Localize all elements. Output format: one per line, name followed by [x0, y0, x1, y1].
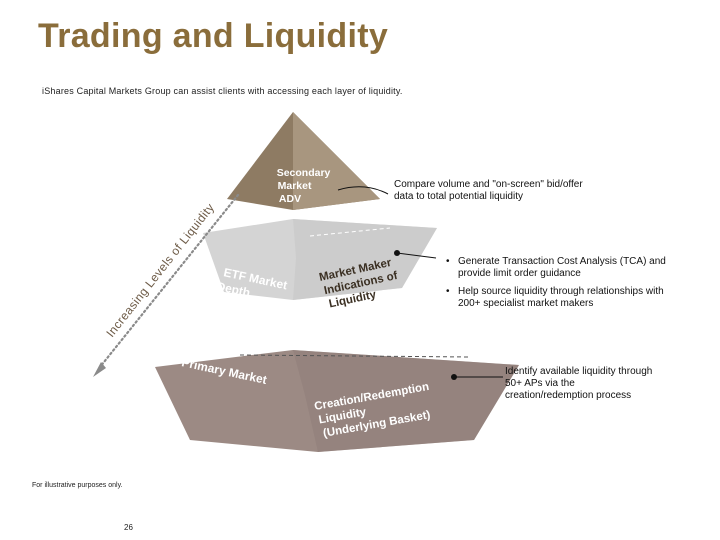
liquidity-arrow-line — [98, 193, 240, 369]
liquidity-arrowhead-icon — [93, 362, 106, 377]
footer-disclaimer: For illustrative purposes only. — [32, 482, 123, 489]
page-subtitle: iShares Capital Markets Group can assist… — [42, 86, 403, 96]
page-number: 26 — [124, 523, 133, 532]
pyramid-tier-top-shade — [293, 112, 380, 210]
pyramid-tier-middle-shade — [293, 219, 437, 300]
tier-middle-connector-line — [396, 252, 437, 259]
page-title: Trading and Liquidity — [38, 17, 389, 55]
tier-top-label: Secondary Market ADV — [277, 167, 334, 205]
callout-middle-list: Generate Transaction Cost Analysis (TCA)… — [444, 256, 674, 310]
callout-bottom-text: Identify available liquidity through 50+… — [505, 366, 653, 401]
callout-bottom: Identify available liquidity through 50+… — [505, 366, 655, 402]
list-item: Help source liquidity through relationsh… — [444, 286, 674, 310]
list-item: Generate Transaction Cost Analysis (TCA)… — [444, 256, 674, 280]
callout-top-text: Compare volume and "on-screen" bid/offer… — [394, 179, 583, 202]
liquidity-arrow-label: Increasing Levels of Liquidity — [103, 201, 217, 340]
tier-top-connector-line — [337, 186, 389, 195]
callout-middle: Generate Transaction Cost Analysis (TCA)… — [444, 256, 674, 316]
pyramid-tier-bottom-shade — [293, 350, 519, 452]
callout-top: Compare volume and "on-screen" bid/offer… — [394, 179, 594, 203]
tier-separator-dashed — [309, 227, 391, 237]
tier-separator-dashed — [239, 354, 471, 358]
